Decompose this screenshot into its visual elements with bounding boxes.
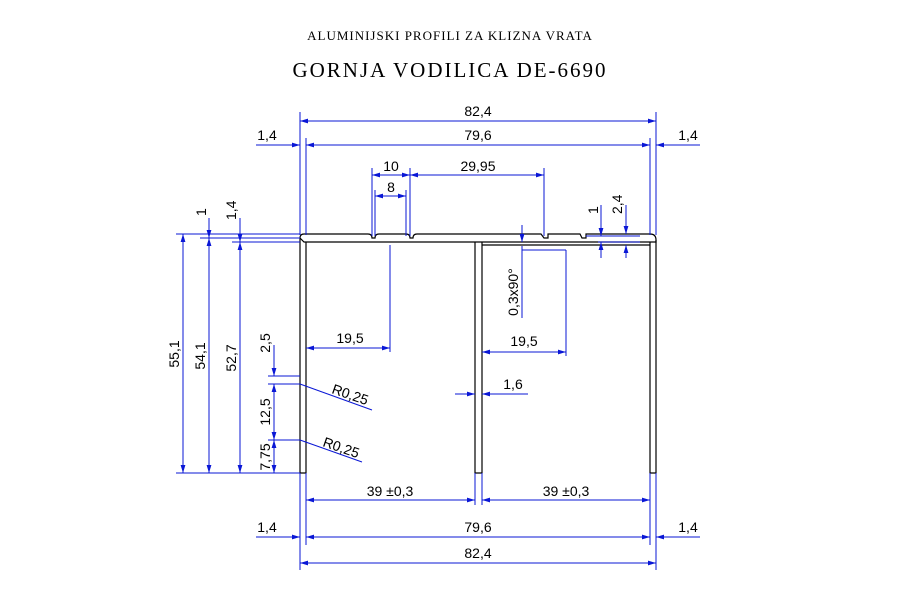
dim-overall-top: 82,4 — [464, 103, 491, 119]
dim-height-inner: 52,7 — [223, 344, 239, 371]
dim-bottom-wall-right: 1,4 — [678, 519, 698, 535]
dim-bottom-wall-left: 1,4 — [257, 519, 277, 535]
profile-outline — [299, 233, 657, 474]
dim-left-small-2: 1,4 — [223, 200, 239, 220]
left-wall — [299, 238, 307, 474]
dim-channel-right: 39 ±0,3 — [543, 483, 590, 499]
dim-inner-top: 79,6 — [464, 127, 491, 143]
right-wall — [649, 240, 657, 474]
dim-chamfer: 0,3x90° — [505, 268, 521, 316]
dimension-lines — [176, 112, 700, 570]
dim-channel-left: 39 ±0,3 — [367, 483, 414, 499]
dim-groove-1: 1 — [585, 206, 601, 214]
dim-slot-offset: 29,95 — [460, 158, 495, 174]
dim-radius-1: R0,25 — [330, 381, 371, 408]
dim-left-small-1: 1 — [193, 208, 209, 216]
drawing-title: GORNJA VODILICA DE-6690 — [292, 58, 608, 82]
dim-radius-2: R0,25 — [321, 434, 362, 461]
dim-height-outer: 55,1 — [166, 340, 182, 367]
drawing-subtitle: ALUMINIJSKI PROFILI ZA KLIZNA VRATA — [307, 28, 593, 43]
dim-groove-2: 2,4 — [609, 194, 625, 214]
dim-slot-outer: 10 — [383, 158, 399, 174]
dim-center-wall: 1,6 — [503, 376, 523, 392]
dim-bottom-inner: 79,6 — [464, 519, 491, 535]
dimension-labels: 82,4 79,6 1,4 1,4 10 8 29,95 1 2,4 1 1,4… — [166, 103, 698, 561]
dim-left-offset-2: 12,5 — [257, 398, 273, 425]
dim-left-offset-3: 7,75 — [257, 443, 273, 470]
center-wall — [474, 242, 483, 474]
top-plate — [299, 233, 657, 243]
dim-inner-right: 19,5 — [510, 333, 537, 349]
dim-wall-top-left: 1,4 — [257, 127, 277, 143]
dim-bottom-overall: 82,4 — [464, 545, 491, 561]
dim-height-mid: 54,1 — [192, 342, 208, 369]
dim-inner-left: 19,5 — [336, 330, 363, 346]
dim-wall-top-right: 1,4 — [678, 127, 698, 143]
dim-left-offset-1: 2,5 — [257, 333, 273, 353]
dim-slot-inner: 8 — [387, 179, 395, 195]
